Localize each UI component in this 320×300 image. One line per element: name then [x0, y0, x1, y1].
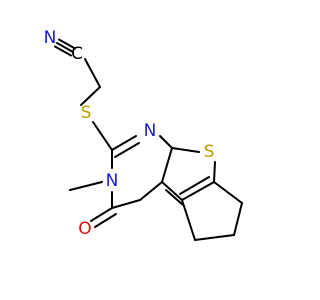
atom-label-nitrile-n: N [44, 28, 57, 48]
carbonyl-double-bond [90, 207, 117, 228]
atom-label-ring-n-left: N [106, 171, 119, 191]
structure-svg: N C S N N S O [0, 0, 300, 300]
canvas-background [0, 0, 300, 300]
bond-ch2-s [80, 86, 101, 106]
atom-label-carbonyl-o: O [78, 219, 91, 239]
bond-cn-ch2 [84, 58, 101, 88]
bond-s-c2 [92, 121, 113, 151]
atom-label-thiophene-s: S [204, 142, 215, 162]
nitrile-triple-bond [54, 38, 76, 57]
bond-n-methyl [69, 181, 103, 191]
pyrimidine-ring [111, 135, 173, 209]
atom-label-ring-n-top: N [144, 121, 157, 141]
molecule-diagram: N C S N N S O [0, 0, 300, 300]
atom-label-nitrile-c: C [71, 44, 83, 64]
cyclopentane-ring [181, 181, 243, 241]
thiophene-ring [161, 147, 216, 206]
atom-label-thioether-s: S [81, 103, 92, 123]
